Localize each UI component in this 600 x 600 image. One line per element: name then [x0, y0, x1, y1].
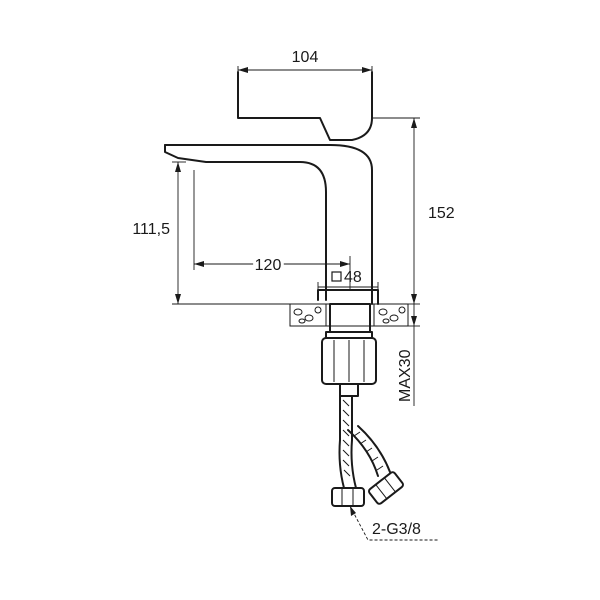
hose-left [338, 395, 357, 489]
deck-section [289, 303, 409, 327]
handle-lever [237, 71, 373, 141]
hose-nut-right [368, 471, 404, 505]
leader-hose-connection: 2-G3/8 [349, 505, 438, 541]
spout-underside [164, 144, 327, 301]
label-spout-reach: 120 [255, 257, 282, 274]
spout [164, 144, 373, 305]
flexible-hoses [331, 395, 404, 507]
diameter-symbol-icon [331, 271, 342, 282]
label-max-deck: MAX30 [397, 349, 414, 402]
dim-max-deck: MAX30 [397, 304, 420, 406]
label-handle-length: 104 [292, 49, 319, 66]
hose-nut-left [331, 487, 365, 507]
dim-handle-length: 104 [237, 49, 373, 74]
label-spout-height: 111,5 [132, 221, 170, 238]
label-base-diameter: 48 [344, 269, 362, 286]
dim-spout-height: 111,5 [132, 161, 320, 305]
dim-total-height: 152 [372, 117, 455, 305]
mounting-assembly [321, 303, 377, 397]
label-hose-connection: 2-G3/8 [372, 521, 421, 538]
base-plate [317, 289, 379, 305]
dim-base-diameter: 48 [317, 269, 379, 292]
dim-spout-reach: 120 [193, 170, 351, 290]
deck-hatch [293, 306, 406, 324]
hose-right [347, 425, 391, 477]
shank [329, 303, 371, 333]
label-total-height: 152 [428, 205, 455, 222]
hose-adapter [339, 383, 359, 397]
faucet-body [164, 71, 400, 305]
